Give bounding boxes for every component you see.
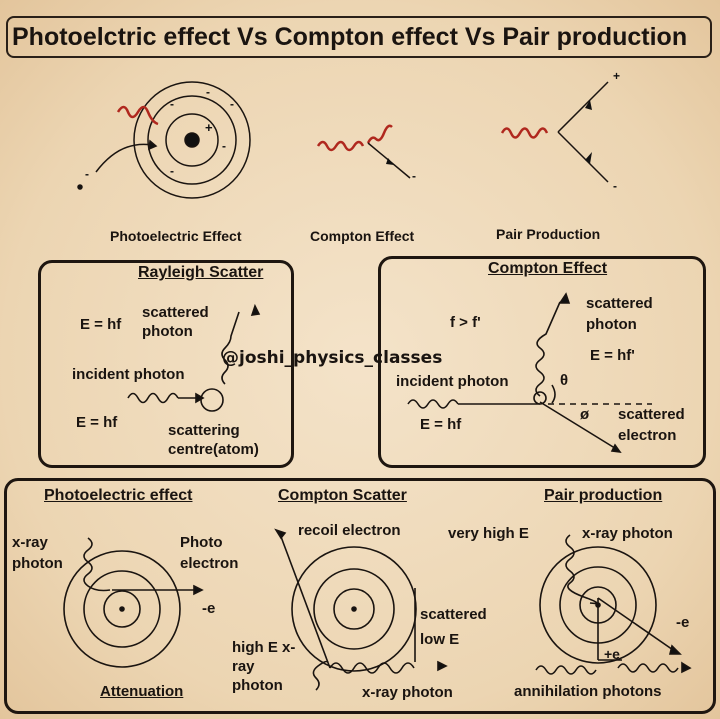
compton-incident-photon: incident photon	[396, 373, 509, 390]
rayleigh-energy-top: E = hf	[80, 316, 122, 333]
bottom-xray-photon-label: x-ray photon	[362, 684, 453, 701]
watermark-text: @joshi_physics_classes	[222, 348, 443, 368]
rayleigh-heading: Rayleigh Scatter	[138, 264, 264, 281]
compton-phi: ø	[580, 406, 590, 423]
compton-energy-scattered: E = hf'	[590, 347, 635, 364]
rayleigh-scattered-photon: scattered photon	[142, 304, 209, 340]
svg-text:+: +	[613, 69, 620, 83]
bottom-high-e-xray: high E x-ray photon	[232, 639, 296, 694]
svg-text:-: -	[170, 97, 174, 111]
rayleigh-scatter-box	[38, 260, 294, 468]
pair-production-top-diagram: + -	[500, 69, 620, 193]
bottom-pe-heading: Photoelectric effect	[44, 487, 193, 504]
svg-text:-: -	[150, 139, 154, 153]
bottom-photoelectric-diagram	[63, 537, 204, 668]
label-compton-effect: Compton Effect	[310, 228, 415, 244]
bottom-cs-heading: Compton Scatter	[278, 487, 407, 504]
bottom-xray-photon: x-ray photon	[12, 534, 63, 572]
compton-box-diagram	[407, 292, 652, 454]
bottom-comparison-box	[4, 478, 716, 714]
svg-text:-: -	[85, 167, 89, 181]
bottom-recoil-electron: recoil electron	[298, 522, 401, 539]
bottom-very-high-e: very high E	[448, 525, 529, 542]
rayleigh-incident-photon: incident photon	[72, 366, 185, 383]
rayleigh-energy-bottom: E = hf	[76, 414, 118, 431]
bottom-compton-diagram	[274, 528, 448, 691]
svg-text:-: -	[222, 139, 226, 153]
rayleigh-diagram	[127, 303, 261, 412]
compton-theta: θ	[560, 372, 569, 389]
bottom-pp-xray-photon: x-ray photon	[582, 525, 673, 542]
bottom-scattered-low-e: scattered low E	[420, 606, 487, 648]
bottom-attenuation: Attenuation	[100, 683, 184, 700]
compton-energy-incident: E = hf	[420, 416, 462, 433]
svg-text:-: -	[230, 97, 234, 111]
bottom-pe-minus-e: -e	[202, 600, 216, 617]
compton-top-diagram: -	[316, 124, 416, 183]
label-photoelectric-effect: Photoelectric Effect	[110, 228, 242, 244]
compton-scattered-photon: scattered photon	[586, 295, 653, 333]
label-pair-production: Pair Production	[496, 226, 601, 242]
bottom-pp-minus-e: -e	[676, 614, 690, 631]
compton-box-heading: Compton Effect	[488, 260, 608, 277]
electron-markers: - - - - - - -	[85, 85, 234, 181]
bottom-pair-diagram	[535, 534, 692, 675]
svg-text:-: -	[206, 85, 210, 99]
compton-effect-box	[378, 256, 706, 468]
compton-scattered-electron: scattered electron	[618, 406, 685, 444]
rayleigh-scattering-centre: scattering centre(atom)	[168, 422, 259, 458]
svg-text:-: -	[412, 169, 416, 183]
bottom-pp-plus-e: +e	[604, 646, 620, 662]
photoelectric-atom-diagram	[77, 81, 251, 199]
bottom-annihilation: annihilation photons	[514, 683, 662, 700]
svg-text:-: -	[613, 179, 617, 193]
compton-freq-relation: f > f'	[450, 314, 481, 331]
nucleus-plus: +	[205, 120, 213, 135]
incident-photon-wave	[116, 105, 159, 126]
page-title: Photoelctric effect Vs Compton effect Vs…	[6, 16, 712, 58]
bottom-photo-electron: Photo electron	[180, 534, 239, 572]
bottom-pp-heading: Pair production	[544, 487, 663, 504]
svg-text:-: -	[170, 164, 174, 178]
